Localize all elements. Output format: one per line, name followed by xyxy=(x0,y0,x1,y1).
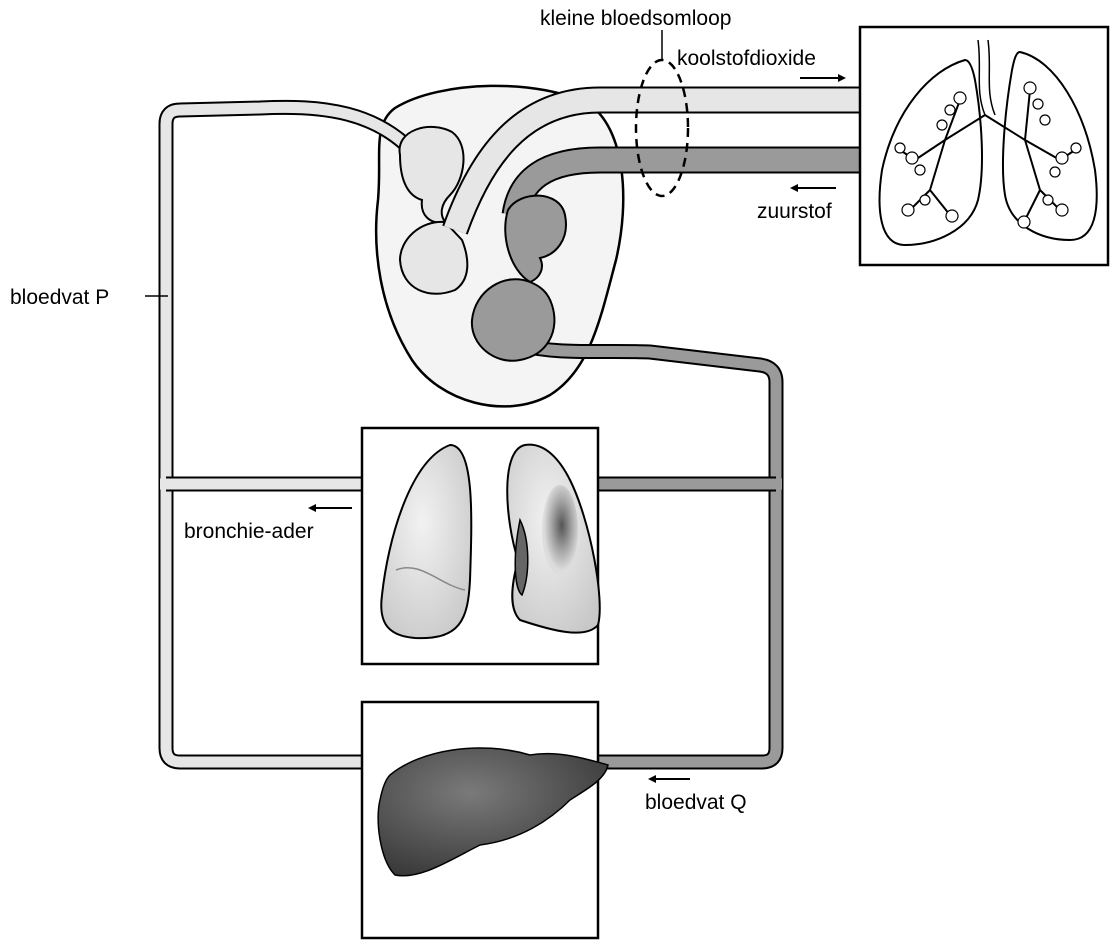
left-heart xyxy=(472,160,864,361)
lungs-panel xyxy=(860,27,1108,265)
left-ventricle xyxy=(472,279,555,361)
label-vessel-p: bloedvat P xyxy=(10,286,109,309)
arrow-left-icon xyxy=(308,504,352,512)
label-small-circulation: kleine bloedsomloop xyxy=(540,7,731,30)
small-circulation-marker xyxy=(636,60,688,196)
label-oxygen: zuurstof xyxy=(757,200,832,223)
label-bronchial-vein: bronchie-ader xyxy=(184,520,314,543)
label-carbon-dioxide: koolstofdioxide xyxy=(677,47,816,70)
arrow-right-icon xyxy=(800,74,846,82)
arrow-left-icon xyxy=(648,775,690,783)
arrow-left-icon xyxy=(790,184,836,192)
right-lung-shadow xyxy=(542,485,578,575)
liver-panel xyxy=(362,702,608,938)
label-vessel-q: bloedvat Q xyxy=(645,791,747,814)
bronchi-panel xyxy=(362,428,600,664)
